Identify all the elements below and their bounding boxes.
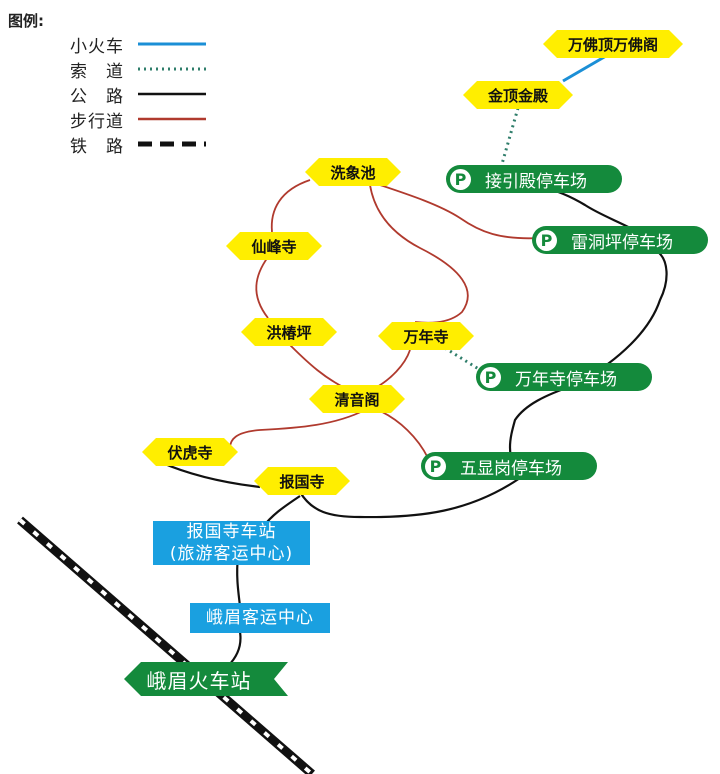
parking-label: 五显岗停车场 xyxy=(460,458,562,479)
legend-label: 铁 路 xyxy=(70,136,124,157)
attraction-qingyinge[interactable]: 清音阁 xyxy=(309,385,405,413)
station-emei-bus[interactable]: 峨眉客运中心 xyxy=(190,603,330,633)
parking-label: 接引殿停车场 xyxy=(485,171,587,192)
legend-item-cableway: 索 道 xyxy=(62,58,124,82)
cableways xyxy=(444,107,520,375)
station-emei-train[interactable]: 峨眉火车站 xyxy=(124,662,288,696)
parking-jieyindian[interactable]: P 接引殿停车场 xyxy=(446,165,622,193)
hiking-trails xyxy=(229,179,541,459)
road-lines xyxy=(159,186,668,667)
legend-swatches xyxy=(138,42,206,147)
station-name: 峨眉火车站 xyxy=(146,668,252,693)
parking-label: 万年寺停车场 xyxy=(515,369,617,390)
legend-label: 公 路 xyxy=(70,86,124,107)
railway-line xyxy=(17,516,315,774)
parking-icon: P xyxy=(425,455,446,477)
attraction-wanfoding[interactable]: 万佛顶万佛阁 xyxy=(543,30,683,58)
legend-item-railway: 铁 路 xyxy=(62,133,124,157)
legend-item-road: 公 路 xyxy=(62,83,124,107)
parking-icon: P xyxy=(536,229,557,251)
parking-leidongping[interactable]: P 雷洞坪停车场 xyxy=(532,226,708,254)
parking-label: 雷洞坪停车场 xyxy=(571,232,673,253)
parking-icon: P xyxy=(450,168,471,190)
station-baoguosi[interactable]: 报国寺车站 (旅游客运中心) xyxy=(153,521,310,565)
legend-label: 小火车 xyxy=(70,36,124,57)
station-name: 报国寺车站 xyxy=(186,522,277,542)
minitrain-line xyxy=(562,54,607,83)
attraction-fuhusi[interactable]: 伏虎寺 xyxy=(142,438,238,466)
legend-title: 图例: xyxy=(8,12,44,30)
parking-wanniansi[interactable]: P 万年寺停车场 xyxy=(476,363,652,391)
legend-label: 步行道 xyxy=(70,111,124,132)
attraction-baoguosi[interactable]: 报国寺 xyxy=(254,467,350,495)
parking-wuxiangang[interactable]: P 五显岗停车场 xyxy=(421,452,597,480)
station-subtitle: (旅游客运中心) xyxy=(169,544,294,564)
station-name: 峨眉客运中心 xyxy=(206,608,314,628)
legend-item-trail: 步行道 xyxy=(62,108,124,132)
attraction-jinding[interactable]: 金顶金殿 xyxy=(463,81,573,109)
attraction-xixiangchi[interactable]: 洗象池 xyxy=(305,158,401,186)
attraction-wanniansi[interactable]: 万年寺 xyxy=(378,322,474,350)
legend-label: 索 道 xyxy=(70,61,124,82)
parking-icon: P xyxy=(480,366,501,388)
legend-item-minitrain: 小火车 xyxy=(62,33,124,57)
attraction-xianfengsi[interactable]: 仙峰寺 xyxy=(226,232,322,260)
attraction-hongchunping[interactable]: 洪椿坪 xyxy=(241,318,337,346)
